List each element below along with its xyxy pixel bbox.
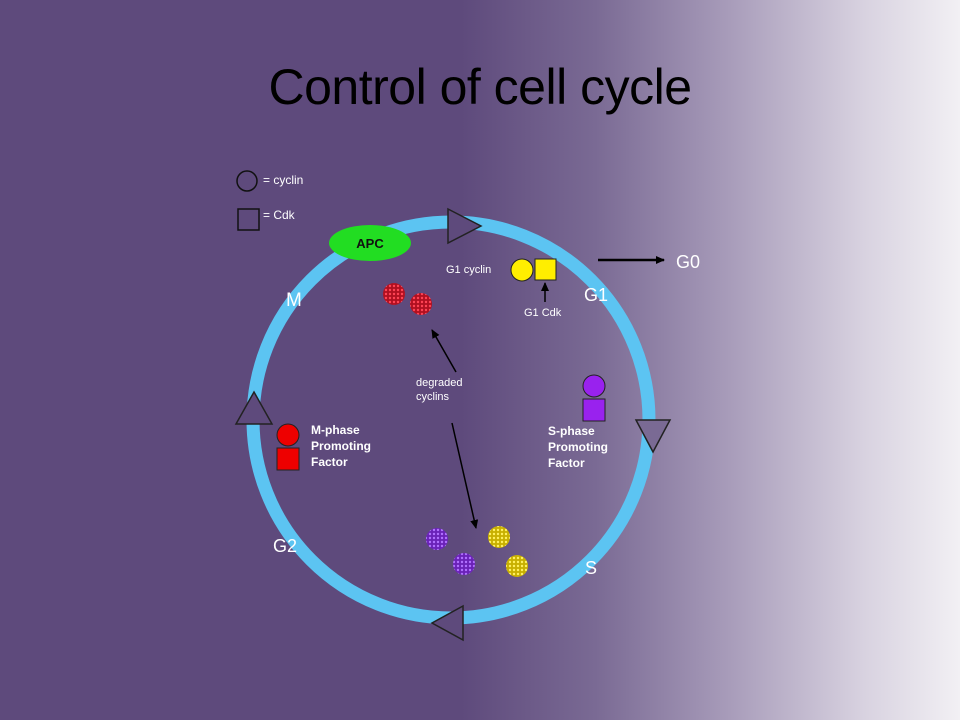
degraded-cyclin-red bbox=[410, 293, 432, 315]
legend-cdk-icon bbox=[237, 208, 260, 231]
apc-label: APC bbox=[356, 236, 384, 251]
g1-cyclin-icon bbox=[510, 258, 534, 282]
direction-triangle-left bbox=[234, 390, 274, 425]
spf-label: S-phase Promoting Factor bbox=[548, 424, 611, 470]
legend-cyclin-icon bbox=[236, 170, 258, 192]
g1-cdk-icon bbox=[534, 258, 557, 281]
degraded-cyclin-purple bbox=[453, 553, 475, 575]
mpf-cdk-icon bbox=[276, 447, 300, 471]
spf-label-line: S-phase bbox=[548, 424, 595, 438]
degraded-cyclins-label: degraded cyclins bbox=[416, 377, 466, 403]
g1-cdk-label: G1 Cdk bbox=[524, 307, 562, 319]
legend-cyclin-label: = cyclin bbox=[263, 173, 303, 187]
direction-triangle-bottom bbox=[430, 604, 464, 642]
spf-label-line: Factor bbox=[548, 456, 585, 470]
degraded-cyclin-yellow bbox=[488, 526, 510, 548]
degraded-label-line: cyclins bbox=[416, 391, 450, 403]
g1-cyclin-label: G1 cyclin bbox=[446, 264, 491, 276]
phase-label-s: S bbox=[585, 558, 597, 578]
phase-label-g0: G0 bbox=[676, 252, 700, 272]
mpf-label-line: M-phase bbox=[311, 423, 360, 437]
direction-triangle-right bbox=[634, 419, 672, 454]
degraded-cyclin-purple bbox=[426, 528, 448, 550]
apc-ellipse bbox=[329, 225, 411, 261]
phase-label-g2: G2 bbox=[273, 536, 297, 556]
degraded-arrow-up bbox=[431, 329, 457, 373]
phase-label-m: M bbox=[286, 290, 302, 311]
mpf-cyclin-icon bbox=[276, 423, 300, 447]
spf-cyclin-icon bbox=[582, 374, 606, 398]
degraded-cyclin-yellow bbox=[506, 555, 528, 577]
degraded-arrow-down bbox=[451, 422, 479, 529]
mpf-label-line: Factor bbox=[311, 455, 348, 469]
spf-label-line: Promoting bbox=[548, 440, 608, 454]
mpf-label: M-phase Promoting Factor bbox=[311, 423, 374, 469]
spf-cdk-icon bbox=[582, 398, 606, 422]
legend-cdk-label: = Cdk bbox=[263, 208, 296, 222]
degraded-label-line: degraded bbox=[416, 377, 463, 389]
direction-triangle-top bbox=[447, 207, 483, 245]
mpf-label-line: Promoting bbox=[311, 439, 371, 453]
degraded-cyclin-red bbox=[383, 283, 405, 305]
slide-title: Control of cell cycle bbox=[268, 59, 693, 115]
phase-label-g1: G1 bbox=[584, 285, 608, 305]
